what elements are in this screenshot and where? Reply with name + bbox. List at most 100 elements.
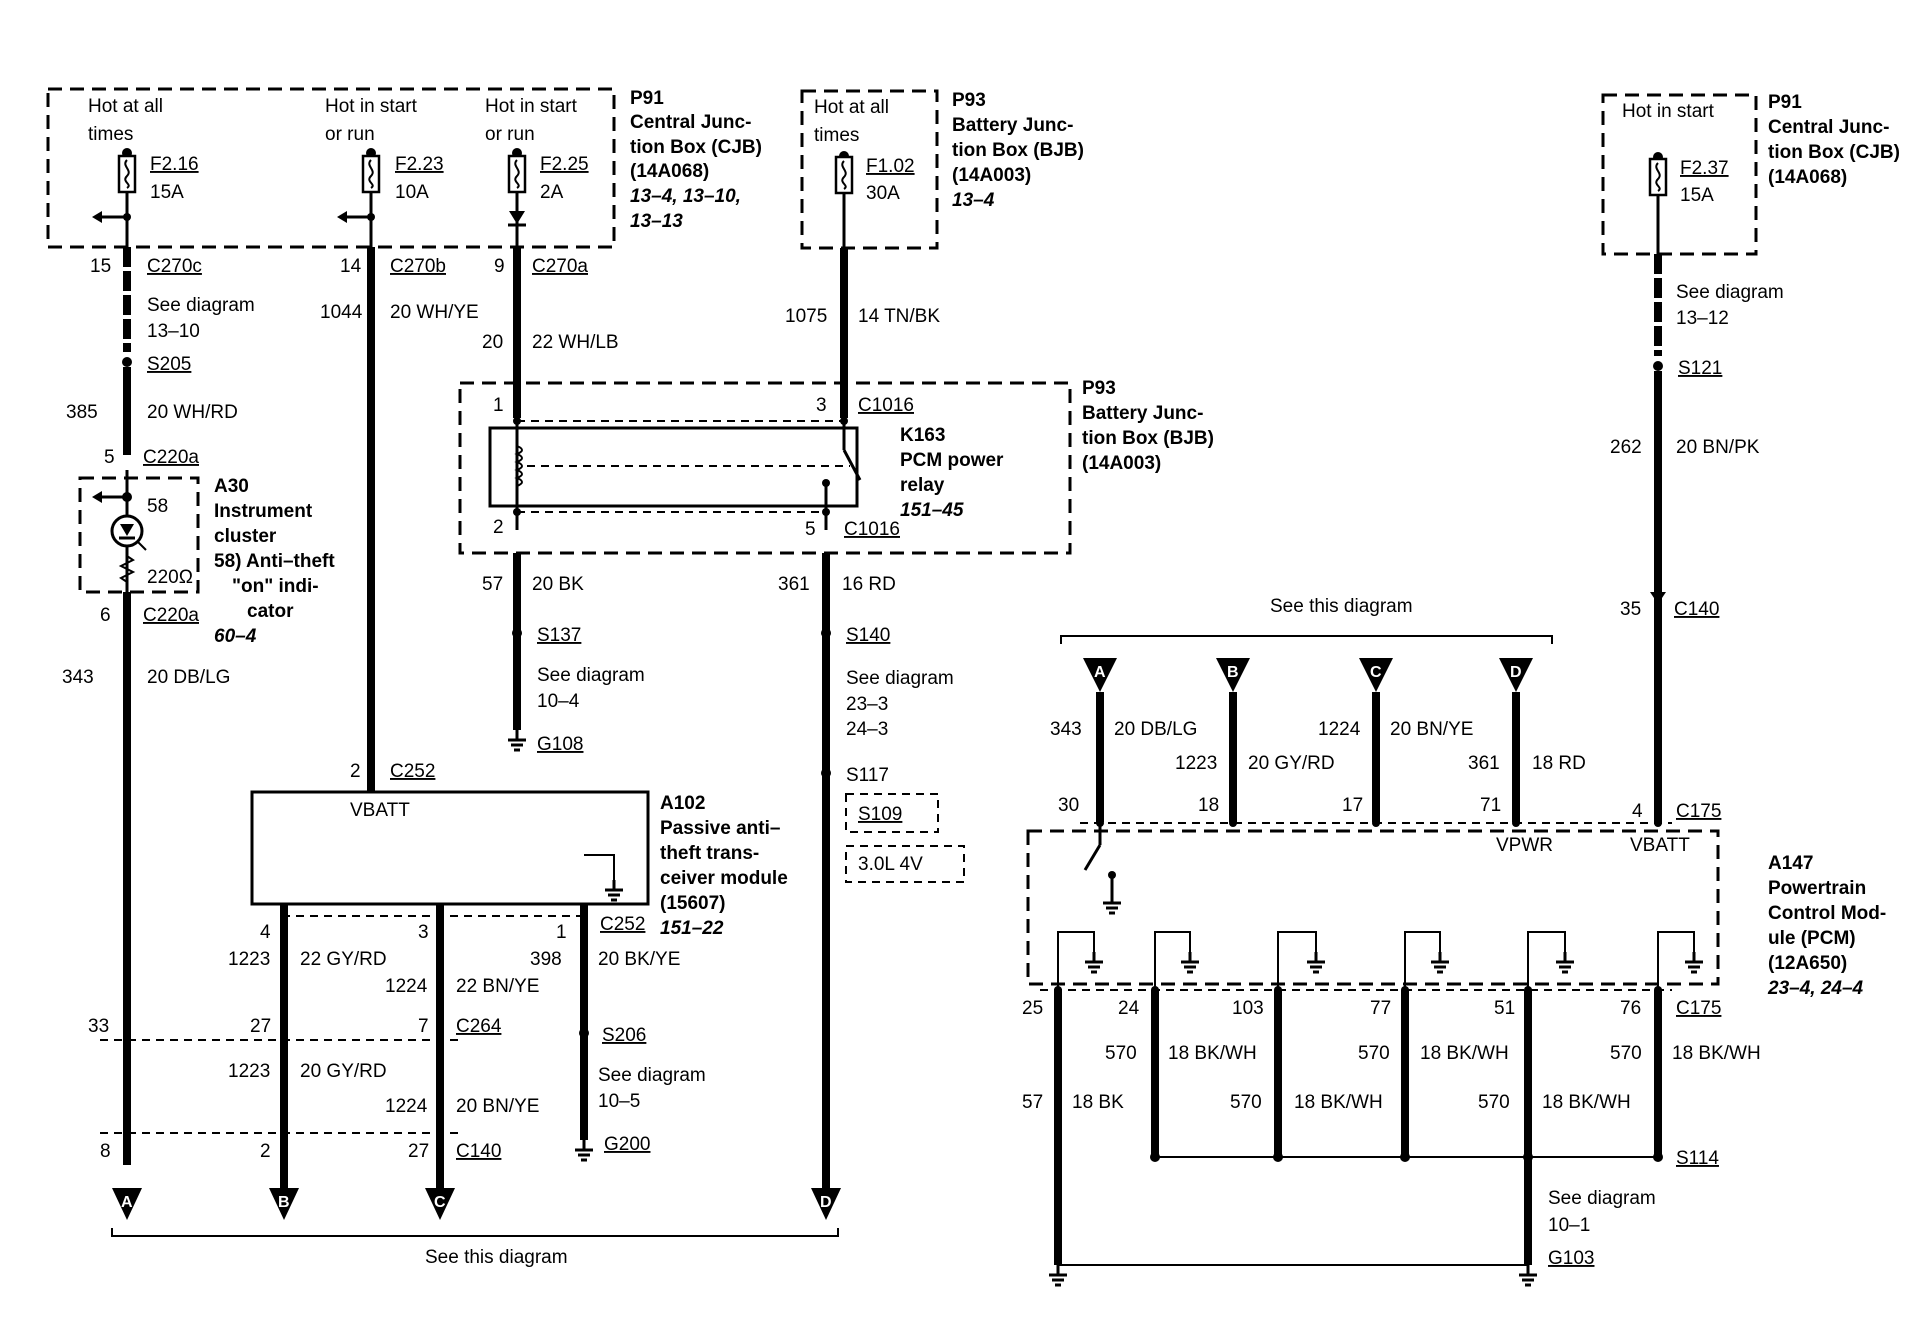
pin-number: 24 [1118, 998, 1140, 1019]
pin-number: 58 [147, 496, 168, 517]
connector-letter: C [434, 1194, 446, 1211]
wire-color: 20 GY/RD [1248, 753, 1335, 774]
wire-color: 20 BN/YE [1390, 719, 1473, 740]
connector-id: C252 [600, 914, 645, 935]
component-ref: 151–45 [900, 500, 964, 521]
wire-color: 20 BN/PK [1676, 437, 1760, 458]
connector-letter: B [278, 1194, 290, 1211]
fuse-id: F2.25 [540, 154, 589, 175]
component-label: Passive anti– [660, 818, 780, 839]
wire-number: 1223 [228, 949, 270, 970]
pin-label: VBATT [1630, 835, 1690, 856]
connector-id: C270c [147, 256, 202, 277]
connector-id: C270a [532, 256, 588, 277]
connector-letter: D [1510, 664, 1522, 681]
box-ref: 13–13 [630, 211, 683, 232]
see-diagram-note: 24–3 [846, 719, 888, 740]
wire-number: 1044 [320, 302, 363, 323]
hot-label: Hot in start [1622, 101, 1715, 122]
splice-id: S205 [147, 354, 191, 375]
fuse-rating: 2A [540, 182, 564, 203]
component-label: Control Mod- [1768, 903, 1886, 924]
box-label: (14A068) [630, 161, 709, 182]
ground-icon [506, 728, 528, 752]
cjb-box-left: Hot at all times Hot in start or run Hot… [46, 87, 762, 249]
component-label: theft trans- [660, 843, 759, 864]
pin-number: 3 [816, 395, 827, 416]
pin-number: 4 [1632, 801, 1643, 822]
box-label: P91 [630, 88, 664, 109]
wire-number: 1223 [228, 1061, 270, 1082]
component-label: A102 [660, 793, 705, 814]
hot-label: times [814, 125, 859, 146]
fuse-id: F2.23 [395, 154, 444, 175]
hot-label: or run [485, 124, 535, 145]
box-label: (14A003) [952, 165, 1031, 186]
wire-number: 1224 [385, 1096, 428, 1117]
component-label: K163 [900, 425, 945, 446]
fuse-rating: 10A [395, 182, 429, 203]
connector-id: C220a [143, 605, 199, 626]
pin-number: 2 [260, 1141, 271, 1162]
pin-number: 9 [494, 256, 505, 277]
wire-color: 20 WH/RD [147, 402, 238, 423]
component-label: ceiver module [660, 868, 788, 889]
pin-number: 2 [350, 761, 361, 782]
relay-switch-icon [842, 449, 862, 481]
see-diagram-note: 13–12 [1676, 308, 1729, 329]
component-label: A30 [214, 476, 249, 497]
splice-id: S114 [1676, 1148, 1719, 1169]
wire-number: 57 [1022, 1092, 1043, 1113]
connector-letter: B [1227, 664, 1239, 681]
wire-color: 22 WH/LB [532, 332, 619, 353]
wire-color: 18 BK/WH [1542, 1092, 1631, 1113]
wire-number: 1075 [785, 306, 827, 327]
cjb-box-right: Hot in start F2.37 15A P91 Central Junc-… [1601, 92, 1900, 256]
pin-number: 2 [493, 517, 504, 538]
box-ref: 13–4 [952, 190, 995, 211]
fuse-icon [834, 155, 854, 195]
pin-number: 5 [805, 519, 816, 540]
connector-id: C175 [1676, 801, 1721, 822]
pin-number: 7 [418, 1016, 429, 1037]
wire-color: 20 GY/RD [300, 1061, 387, 1082]
connector-arrow-icon [1083, 658, 1117, 692]
fuse-id: F2.16 [150, 154, 199, 175]
pin-number: 76 [1620, 998, 1641, 1019]
wire-color: 22 BN/YE [456, 976, 539, 997]
wire-color: 18 BK/WH [1672, 1043, 1761, 1064]
wire-number: 20 [482, 332, 503, 353]
wire-number: 1224 [1318, 719, 1361, 740]
pin-number: 5 [104, 447, 115, 468]
connector-id: C1016 [858, 395, 914, 416]
ground-icon [1083, 950, 1105, 974]
right-inputs: See this diagram A B C D 343 20 DB/LG 12… [1050, 596, 1586, 822]
wire-color: 18 BK/WH [1168, 1043, 1257, 1064]
see-diagram-note: 10–4 [537, 691, 580, 712]
see-diagram-note: See diagram [537, 665, 645, 686]
wire-number: 343 [62, 667, 94, 688]
pin-number: 15 [90, 256, 111, 277]
component-label: (12A650) [1768, 953, 1847, 974]
ground-icon [1179, 950, 1201, 974]
wire-color: 20 BN/YE [456, 1096, 539, 1117]
off-page-connectors-left: A B C D See this diagram [111, 1188, 841, 1268]
fuse-rating: 15A [1680, 185, 1714, 206]
wire-color: 18 RD [1532, 753, 1586, 774]
wire-color: 20 WH/YE [390, 302, 479, 323]
splice-id: S206 [602, 1025, 646, 1046]
connector-id: C220a [143, 447, 199, 468]
splice-id: S137 [537, 625, 581, 646]
wire-number: 1223 [1175, 753, 1217, 774]
hot-label: Hot in start [485, 96, 578, 117]
pin-number: 3 [418, 922, 429, 943]
box-label: (14A068) [1768, 167, 1847, 188]
component-label: cator [247, 601, 294, 622]
hot-label: Hot in start [325, 96, 418, 117]
connector-letter: C [1370, 664, 1382, 681]
fuse-id: F2.37 [1680, 158, 1729, 179]
pin-number: 18 [1198, 795, 1219, 816]
pin-label: VPWR [1496, 835, 1553, 856]
relay-box: 1 3 C1016 2 5 C1016 K163 PCM power relay… [458, 378, 1214, 555]
